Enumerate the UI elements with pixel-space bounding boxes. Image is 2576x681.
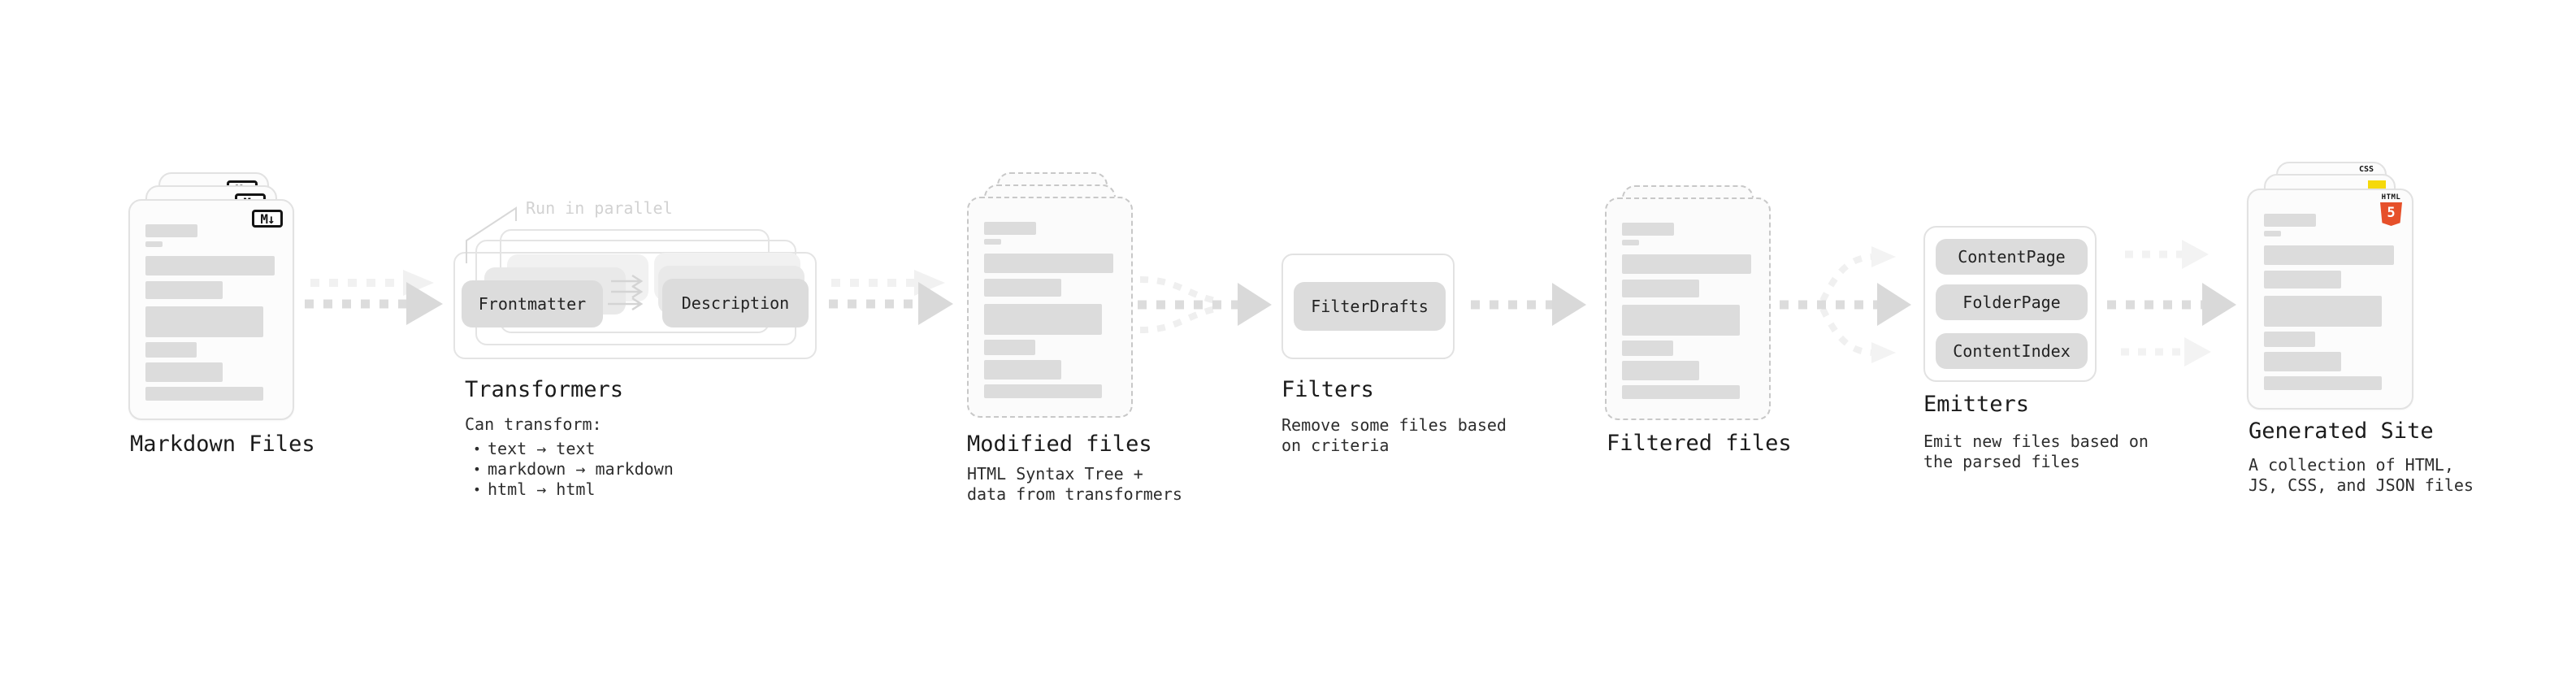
filters-description: Remove some files based on criteria xyxy=(1281,415,1507,456)
connector-transformers-to-modified xyxy=(829,270,953,325)
emitters-label: Emitters xyxy=(1923,392,2030,417)
bullet-item: • markdown → markdown xyxy=(465,459,674,479)
filters-container: FilterDrafts xyxy=(1281,254,1455,359)
connector-filtered-to-emitters-fanout xyxy=(1780,246,1911,363)
html5-shield: 5 xyxy=(2380,202,2402,226)
bullet-text: html → html xyxy=(488,479,596,499)
frontmatter-node: Frontmatter xyxy=(462,280,603,327)
run-in-parallel-annotation: Run in parallel xyxy=(526,198,673,218)
css-icon-text: CSS xyxy=(2358,165,2374,174)
filters-label: Filters xyxy=(1281,377,1374,402)
contentindex-node: ContentIndex xyxy=(1936,333,2088,369)
bullet-dot: • xyxy=(473,462,481,477)
connector-emitters-to-generated xyxy=(2107,240,2236,367)
filtered-files-label: Filtered files xyxy=(1607,431,1792,456)
description-line: Emit new files based on xyxy=(1923,432,2149,451)
connector-modified-to-filters-merge xyxy=(1138,276,1272,333)
description-node-label: Description xyxy=(681,293,790,313)
emitters-description: Emit new files based on the parsed files xyxy=(1923,432,2149,472)
description-line: data from transformers xyxy=(967,484,1182,504)
filtered-file-front xyxy=(1605,197,1771,420)
frontmatter-node-label: Frontmatter xyxy=(478,294,587,314)
filterdrafts-node: FilterDrafts xyxy=(1294,282,1446,331)
markdown-file-front: M↓ xyxy=(128,199,294,420)
description-line: the parsed files xyxy=(1923,452,2080,471)
annotation-callout-line xyxy=(466,206,517,263)
modified-files-label: Modified files xyxy=(967,432,1152,457)
markdown-icon: M↓ xyxy=(252,210,283,228)
generated-site-label: Generated Site xyxy=(2249,419,2434,444)
description-line: HTML Syntax Tree + xyxy=(967,464,1143,484)
document-content-placeholder xyxy=(984,222,1113,398)
contentpage-node: ContentPage xyxy=(1936,239,2088,275)
transformers-description: Can transform: • text → text • markdown … xyxy=(465,414,674,500)
bullet-item: • html → html xyxy=(465,479,674,500)
description-node: Description xyxy=(662,279,809,327)
javascript-icon xyxy=(2368,180,2386,190)
bullet-item: • text → text xyxy=(465,439,674,459)
generated-file-html: HTML 5 xyxy=(2247,189,2413,410)
transformer-container-front xyxy=(453,252,817,359)
bullet-dot: • xyxy=(473,441,481,457)
bullet-dot: • xyxy=(473,482,481,497)
can-transform-title: Can transform: xyxy=(465,414,602,434)
folderpage-node-label: FolderPage xyxy=(1962,293,2061,312)
description-line: A collection of HTML, xyxy=(2249,455,2454,475)
contentpage-node-label: ContentPage xyxy=(1958,247,2066,267)
parallel-arrows-icon xyxy=(608,274,644,311)
description-line: on criteria xyxy=(1281,436,1390,455)
document-content-placeholder xyxy=(145,224,275,401)
modified-files-description: HTML Syntax Tree + data from transformer… xyxy=(967,464,1182,505)
html5-icon-text: HTML xyxy=(2381,193,2401,202)
document-content-placeholder xyxy=(1622,223,1751,399)
contentindex-node-label: ContentIndex xyxy=(1953,341,2071,361)
connector-markdown-to-transformers xyxy=(305,270,443,325)
filterdrafts-node-label: FilterDrafts xyxy=(1311,297,1429,316)
generated-site-description: A collection of HTML, JS, CSS, and JSON … xyxy=(2249,455,2474,496)
html5-icon: HTML 5 xyxy=(2380,193,2402,226)
modified-file-front xyxy=(967,197,1133,418)
document-content-placeholder xyxy=(2264,214,2394,390)
markdown-files-label: Markdown Files xyxy=(130,432,315,457)
bullet-text: text → text xyxy=(488,439,596,458)
bullet-text: markdown → markdown xyxy=(488,459,674,479)
folderpage-node: FolderPage xyxy=(1936,284,2088,320)
connector-filters-to-filtered xyxy=(1471,283,1586,326)
description-line: JS, CSS, and JSON files xyxy=(2249,475,2474,495)
transformers-label: Transformers xyxy=(465,377,624,402)
description-line: Remove some files based xyxy=(1281,415,1507,435)
emitters-container: ContentPage FolderPage ContentIndex xyxy=(1923,226,2097,382)
